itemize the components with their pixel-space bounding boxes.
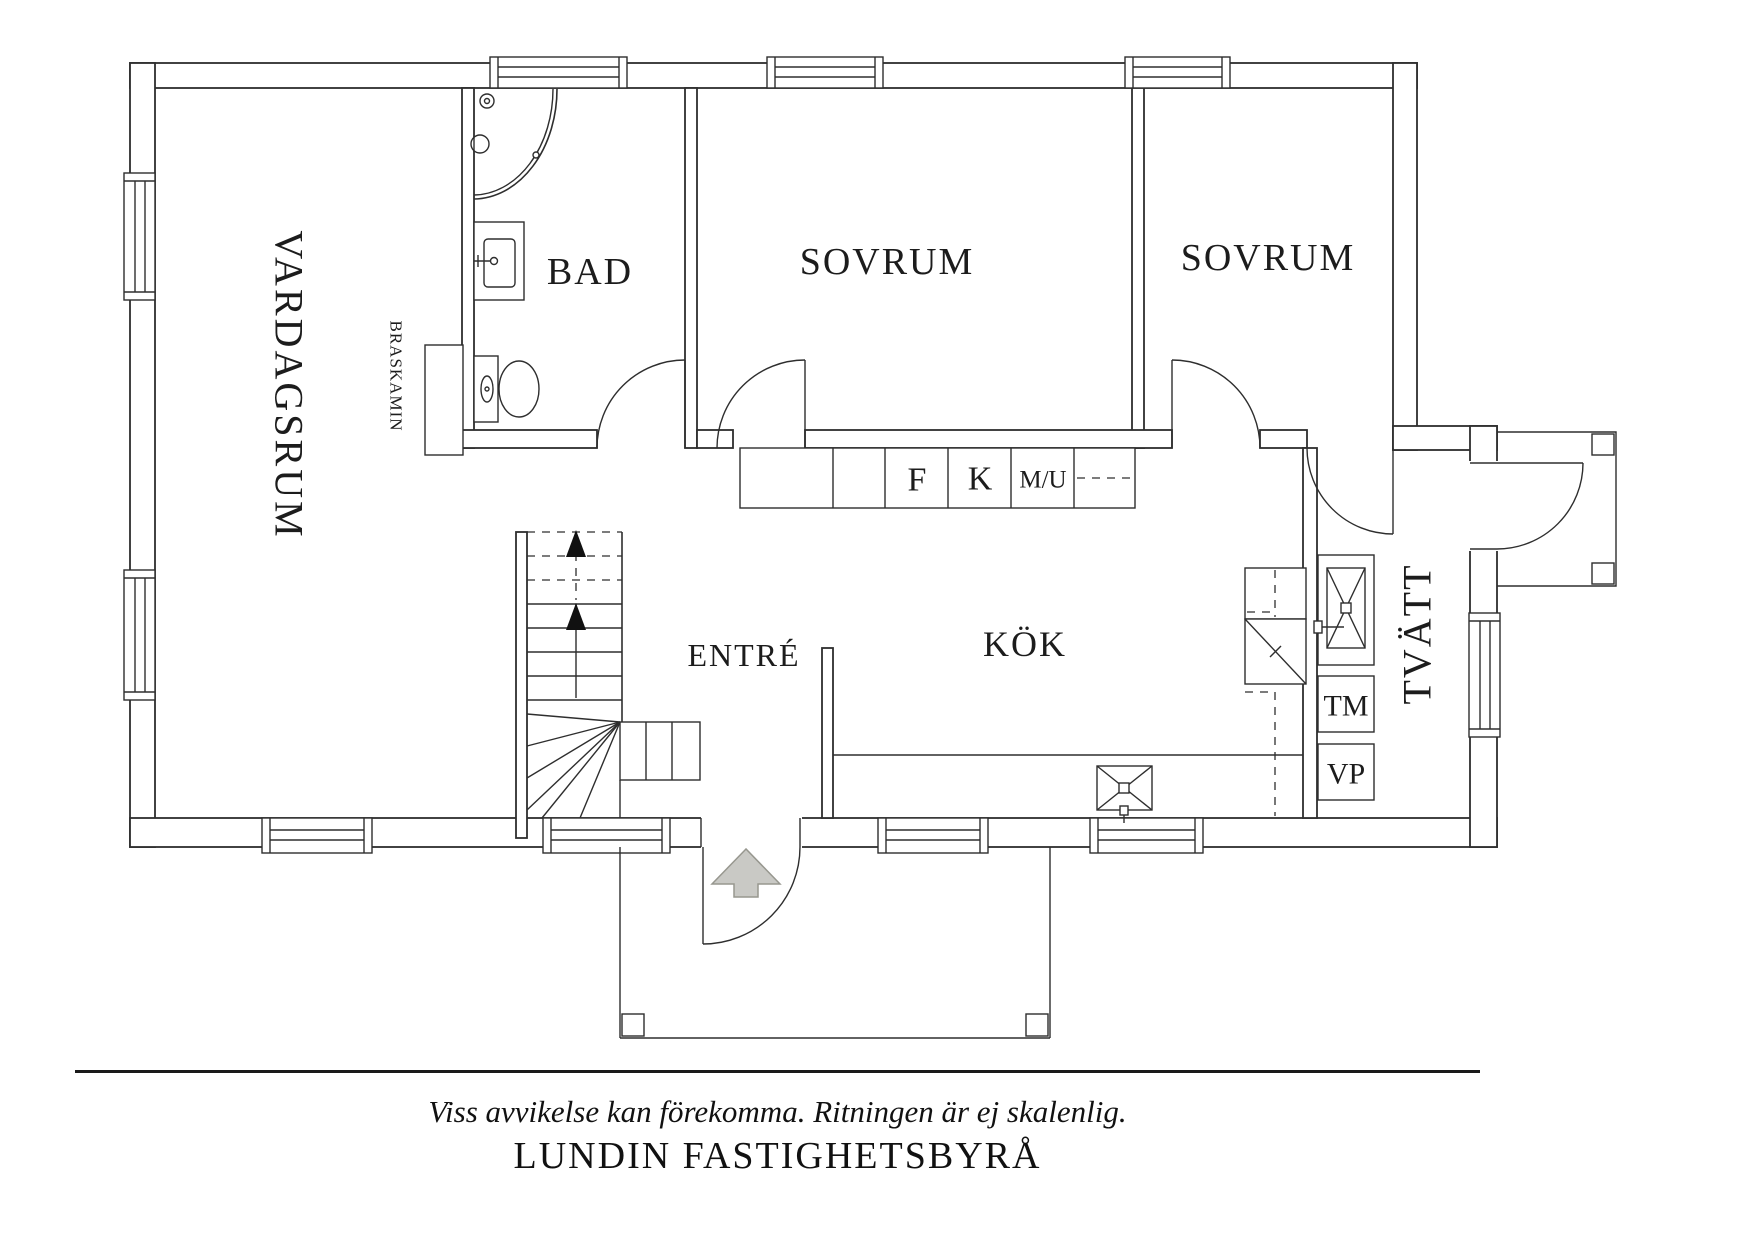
kitchen-chimney-shaft xyxy=(1244,567,1307,816)
label-appliance-vp: VP xyxy=(1327,758,1365,791)
disclaimer-text: Viss avvikelse kan förekomma. Ritningen … xyxy=(428,1094,1127,1129)
door-sovrum-2 xyxy=(1171,359,1261,449)
laundry-sink-icon xyxy=(1313,554,1375,666)
shower-icon xyxy=(470,88,558,200)
agency-brand: LUNDIN FASTIGHETSBYRÅ xyxy=(513,1135,1042,1177)
porch-post xyxy=(1025,1013,1049,1037)
porch-post xyxy=(621,1013,645,1037)
label-room-sovrum-2: SOVRUM xyxy=(1181,237,1356,279)
window-stair-bottom xyxy=(542,817,671,854)
door-side-exterior xyxy=(1496,462,1584,550)
label-room-vardagsrum: VARDAGSRUM xyxy=(267,230,312,539)
washbasin-icon xyxy=(473,221,525,301)
label-room-sovrum-1: SOVRUM xyxy=(800,241,975,283)
label-room-kok: KÖK xyxy=(983,624,1067,664)
label-room-entre: ENTRÉ xyxy=(687,637,800,673)
window-bad-top xyxy=(489,56,628,89)
interior-walls xyxy=(461,87,1318,839)
door-bad xyxy=(596,359,686,449)
kitchen-fixtures xyxy=(833,567,1307,823)
porch-post xyxy=(1591,562,1615,585)
label-closet-mu: M/U xyxy=(1019,467,1066,494)
label-closet-f: F xyxy=(908,462,927,499)
front-porch xyxy=(619,847,1051,1039)
window-kok-bottom-left xyxy=(877,817,989,854)
door-front-entrance xyxy=(702,846,801,945)
room-labels: VARDAGSRUM BRASKAMIN BAD SOVRUM SOVRUM ENTRÉ K… xyxy=(267,230,1440,790)
label-room-tvatt: TVÄTT xyxy=(1395,563,1440,704)
window-vardagsrum-left-upper xyxy=(123,172,156,301)
laundry-fixtures xyxy=(1313,554,1375,801)
label-room-bad: BAD xyxy=(547,251,633,293)
stairs-up-arrow-icon xyxy=(566,603,586,630)
toilet-icon xyxy=(473,355,540,423)
window-tvatt-right xyxy=(1468,612,1501,738)
label-appliance-tm: TM xyxy=(1324,690,1369,723)
label-closet-k: K xyxy=(968,461,993,498)
window-sovrum2-top xyxy=(1124,56,1231,89)
door-sovrum-1 xyxy=(716,359,806,449)
braskamin-stove xyxy=(424,344,464,456)
entry-arrow-icon xyxy=(710,847,782,898)
door-openings xyxy=(700,461,1499,849)
footer-divider xyxy=(75,1070,1480,1073)
doors xyxy=(596,359,1584,945)
window-sovrum1-top xyxy=(766,56,884,89)
bathroom-fixtures xyxy=(470,88,558,423)
closet-row xyxy=(739,447,1136,509)
label-fixture-braskamin: BRASKAMIN xyxy=(387,320,406,431)
kitchen-sink-icon xyxy=(1096,765,1153,823)
side-porch xyxy=(1497,431,1617,587)
windows xyxy=(123,56,1501,854)
window-vardagsrum-bottom xyxy=(261,817,373,854)
washing-machine-box xyxy=(1317,675,1375,733)
door-tvatt xyxy=(1306,447,1394,535)
stairs-up-arrow-icon xyxy=(566,530,586,557)
staircase xyxy=(526,530,701,819)
porch-post xyxy=(1591,433,1615,456)
heat-pump-box xyxy=(1317,743,1375,801)
window-kok-bottom-right xyxy=(1089,817,1204,854)
window-vardagsrum-left-lower xyxy=(123,569,156,701)
